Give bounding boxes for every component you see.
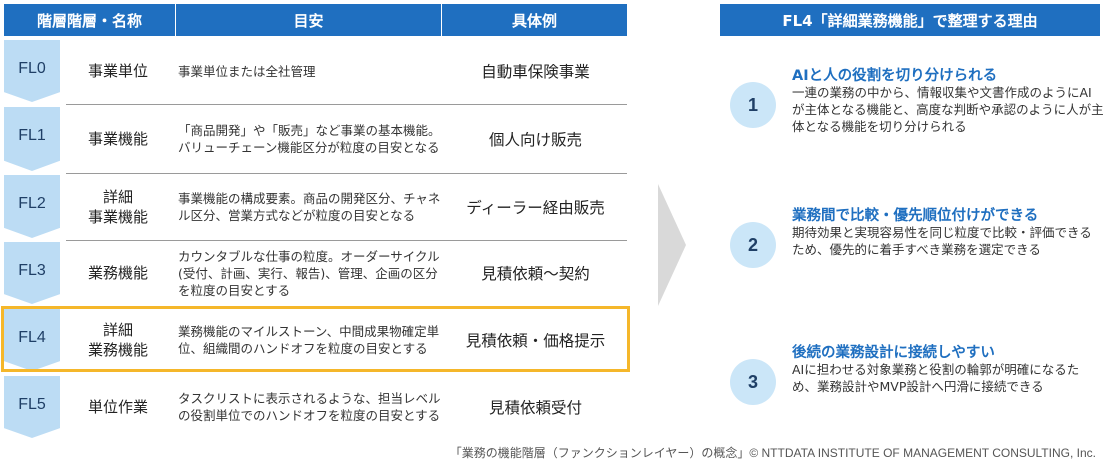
reason-body: AIに担わせる対象業務と役割の輪郭が明確になるため、業務設計やMVP設計へ円滑に…	[792, 362, 1080, 394]
level-chevron: FL3	[4, 242, 60, 304]
row-divider	[66, 104, 627, 105]
reason-body: 期待効果と実現容易性を同じ粒度で比較・評価できるため、優先的に着手すべき業務を選…	[792, 225, 1092, 257]
level-guide: 事業機能の構成要素。商品の開発区分、チャネル区分、営業方式などが粒度の目安となる	[178, 190, 441, 223]
level-name: 事業機能	[87, 130, 148, 148]
level-example: 見積依頼～契約	[481, 265, 590, 283]
header-level-name: 階層階層・名称	[4, 4, 175, 36]
level-guide: 「商品開発」や「販売」など事業の基本機能。バリューチェーン機能区分が粒度の目安と…	[178, 123, 441, 155]
level-name: 単位作業	[87, 398, 148, 416]
reason-item: 3 後続の業務設計に接続しやすい AIに担わせる対象業務と役割の輪郭が明確になる…	[720, 341, 1104, 441]
level-chevron: FL2	[4, 175, 60, 238]
level-guide: タスクリストに表示されるような、担当レベルの役割単位でのハンドオフを粒度の目安と…	[178, 391, 441, 423]
level-chevron: FL0	[4, 40, 60, 102]
row-divider	[66, 240, 627, 241]
level-guide: 事業単位または全社管理	[178, 63, 316, 79]
level-example: ディーラー経由販売	[466, 198, 605, 217]
reason-title: AIと人の役割を切り分けられる	[792, 68, 998, 84]
reason-item: 1 AIと人の役割を切り分けられる 一連の業務の中から、情報収集や文書作成のよう…	[720, 64, 1104, 164]
level-name: 詳細 業務機能	[87, 321, 148, 359]
level-example: 見積依頼受付	[488, 399, 582, 417]
level-guide: カウンタブルな仕事の粒度。オーダーサイクル(受付、計画、実行、報告)、管理、企画…	[178, 248, 440, 298]
header-example: 具体例	[442, 4, 627, 36]
reason-number-badge: 2	[730, 222, 776, 268]
reason-body: 一連の業務の中から、情報収集や文書作成のようにAIが主体となる機能と、高度な判断…	[792, 85, 1104, 134]
reason-title: 後続の業務設計に接続しやすい	[792, 345, 995, 361]
level-chevron: FL5	[4, 376, 60, 438]
reason-number-badge: 3	[730, 359, 776, 405]
level-name: 事業単位	[87, 62, 148, 80]
reason-item: 2 業務間で比較・優先順位付けができる 期待効果と実現容易性を同じ粒度で比較・評…	[720, 204, 1104, 304]
level-example: 見積依頼・価格提示	[465, 332, 606, 350]
reason-number-badge: 1	[730, 82, 776, 128]
reasons-header: FL4「詳細業務機能」で整理する理由	[720, 4, 1100, 36]
level-name: 詳細 事業機能	[87, 187, 148, 226]
level-chevron: FL4	[4, 309, 60, 371]
copyright-caption: 「業務の機能階層（ファンクションレイヤー）の概念」© NTTDATA INSTI…	[449, 446, 1096, 460]
level-example: 自動車保険事業	[481, 63, 590, 81]
level-example: 個人向け販売	[488, 131, 582, 149]
level-chevron: FL1	[4, 107, 60, 171]
level-guide: 業務機能のマイルストーン、中間成果物確定単位、組織間のハンドオフを粒度の目安とす…	[178, 324, 440, 356]
row-divider	[66, 173, 627, 174]
right-arrow-icon	[658, 184, 686, 306]
level-name: 業務機能	[87, 264, 148, 282]
header-guide: 目安	[176, 4, 441, 36]
reason-title: 業務間で比較・優先順位付けができる	[792, 208, 1039, 224]
